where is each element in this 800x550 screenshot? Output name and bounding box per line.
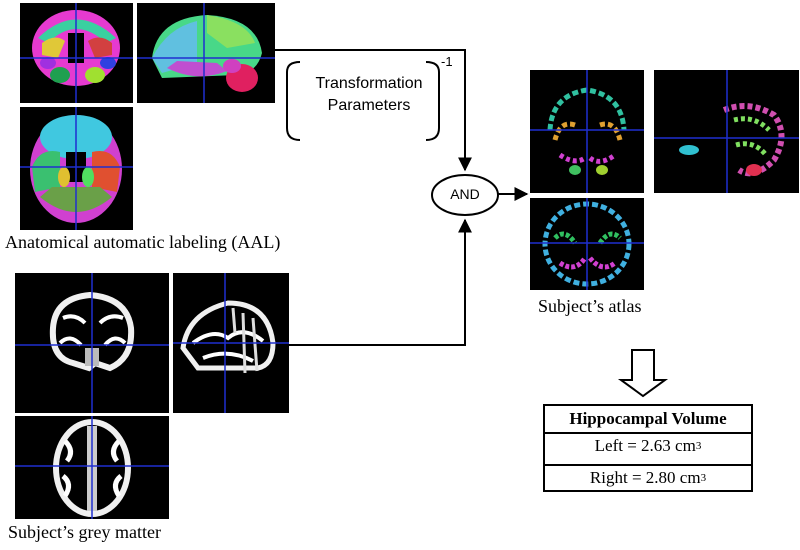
atlas-axial-panel [530, 198, 644, 290]
right-volume-text: Right = 2.80 cm [589, 468, 701, 487]
grey-coronal-panel [15, 273, 169, 413]
table-title: Hippocampal Volume [569, 409, 727, 428]
left-bracket [286, 61, 301, 141]
left-volume-text: Left = 2.63 cm [594, 436, 696, 455]
grey-sagittal-panel [173, 273, 289, 413]
aal-caption: Anatomical automatic labeling (AAL) [5, 232, 281, 252]
aal-sagittal-panel [137, 3, 275, 103]
aal-axial-panel [20, 107, 133, 230]
aal-coronal-panel [20, 3, 133, 103]
grey-caption: Subject’s grey matter [8, 522, 161, 542]
grey-axial-panel [15, 416, 169, 519]
atlas-coronal-panel [530, 70, 644, 193]
down-arrow-icon [617, 349, 669, 398]
grey-to-and-line [289, 218, 472, 346]
and-node [431, 174, 499, 216]
atlas-caption: Subject’s atlas [538, 296, 642, 316]
transform-line1: Transformation [315, 75, 423, 92]
transformation-parameters: Transformation Parameters [302, 73, 436, 117]
inverse-exponent: -1 [441, 54, 453, 69]
transform-line2: Parameters [327, 97, 411, 114]
aal-to-and-line [275, 49, 472, 172]
right-bracket [425, 61, 440, 141]
atlas-sagittal-panel [654, 70, 799, 193]
and-label: AND [450, 186, 480, 202]
